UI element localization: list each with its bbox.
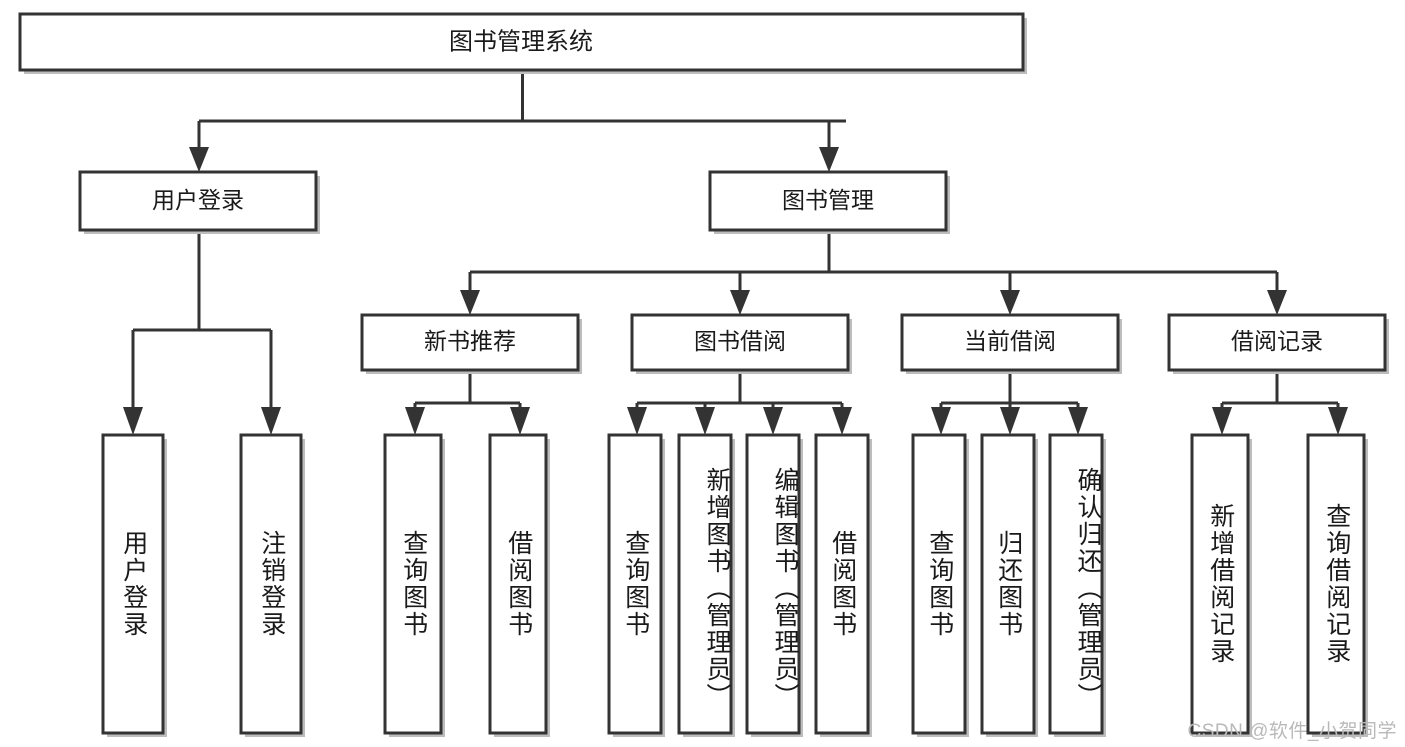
- connector-group: [123, 72, 1348, 435]
- arrow-head-to-borrow-record: [1267, 290, 1287, 315]
- node-book-management[interactable]: 图书管理: [708, 170, 950, 234]
- arrow-head-to-new-book: [460, 290, 480, 315]
- leaf-box-11[interactable]: [1190, 433, 1250, 735]
- node-book-management-label: 图书管理: [782, 187, 874, 213]
- node-user-login[interactable]: 用户登录: [78, 170, 320, 234]
- node-book-borrow-box: [630, 313, 850, 372]
- leaf-box-4[interactable]: [607, 433, 663, 735]
- node-book-borrow[interactable]: 图书借阅: [630, 313, 852, 374]
- node-user-login-box: [78, 170, 318, 232]
- leaf-box-2[interactable]: [383, 433, 443, 735]
- node-current-borrow[interactable]: 当前借阅: [900, 313, 1122, 374]
- leaf-box-12[interactable]: [1306, 433, 1366, 735]
- node-root-box: [18, 12, 1025, 72]
- node-user-login-label: 用户登录: [152, 187, 244, 213]
- leaf-box-8[interactable]: [911, 433, 967, 735]
- arrow-head-leaf-6: [763, 407, 783, 435]
- leaf-box-3[interactable]: [488, 433, 548, 735]
- node-book-borrow-label: 图书借阅: [694, 328, 786, 354]
- arrow-head-to-book-mgmt: [819, 147, 839, 172]
- leaf-box-1[interactable]: [239, 433, 303, 735]
- node-borrow-record[interactable]: 借阅记录: [1167, 313, 1389, 374]
- arrow-head-to-current-borrow: [1000, 290, 1020, 315]
- arrow-head-leaf-3: [510, 407, 530, 435]
- arrow-head-leaf-1: [261, 407, 281, 435]
- arrow-head-leaf-10: [1068, 407, 1088, 435]
- arrow-head-leaf-5: [695, 407, 715, 435]
- leaf-box-9[interactable]: [980, 433, 1036, 735]
- arrow-head-leaf-11: [1212, 407, 1232, 435]
- node-root-label: 图书管理系统: [449, 28, 593, 55]
- csdn-watermark: CSDN @软件_小贺同学: [1187, 721, 1397, 742]
- arrow-head-to-borrow-book: [730, 290, 750, 315]
- node-current-borrow-box: [900, 313, 1120, 372]
- node-new-book-recommend-label: 新书推荐: [424, 328, 516, 354]
- arrow-head-leaf-2: [405, 407, 425, 435]
- node-borrow-record-label: 借阅记录: [1231, 328, 1323, 354]
- arrow-head-leaf-9: [1000, 407, 1020, 435]
- arrow-head-leaf-0: [123, 407, 143, 435]
- leaf-box-7[interactable]: [814, 433, 870, 735]
- node-current-borrow-label: 当前借阅: [964, 328, 1056, 354]
- node-borrow-record-box: [1167, 313, 1387, 372]
- leaf-box-group: [101, 433, 1368, 737]
- node-new-book-recommend-box: [360, 313, 580, 372]
- leaf-box-6[interactable]: [745, 433, 801, 735]
- leaf-box-5[interactable]: [677, 433, 733, 735]
- arrow-head-leaf-4: [627, 407, 647, 435]
- node-root[interactable]: 图书管理系统: [18, 12, 1027, 74]
- leaf-box-0[interactable]: [101, 433, 165, 735]
- arrow-head-leaf-8: [931, 407, 951, 435]
- node-book-management-box: [708, 170, 948, 232]
- node-new-book-recommend[interactable]: 新书推荐: [360, 313, 582, 374]
- leaf-box-10[interactable]: [1048, 433, 1104, 735]
- arrow-head-leaf-7: [832, 407, 852, 435]
- arrow-head-leaf-12: [1328, 407, 1348, 435]
- arrow-head-to-user-login: [189, 147, 209, 172]
